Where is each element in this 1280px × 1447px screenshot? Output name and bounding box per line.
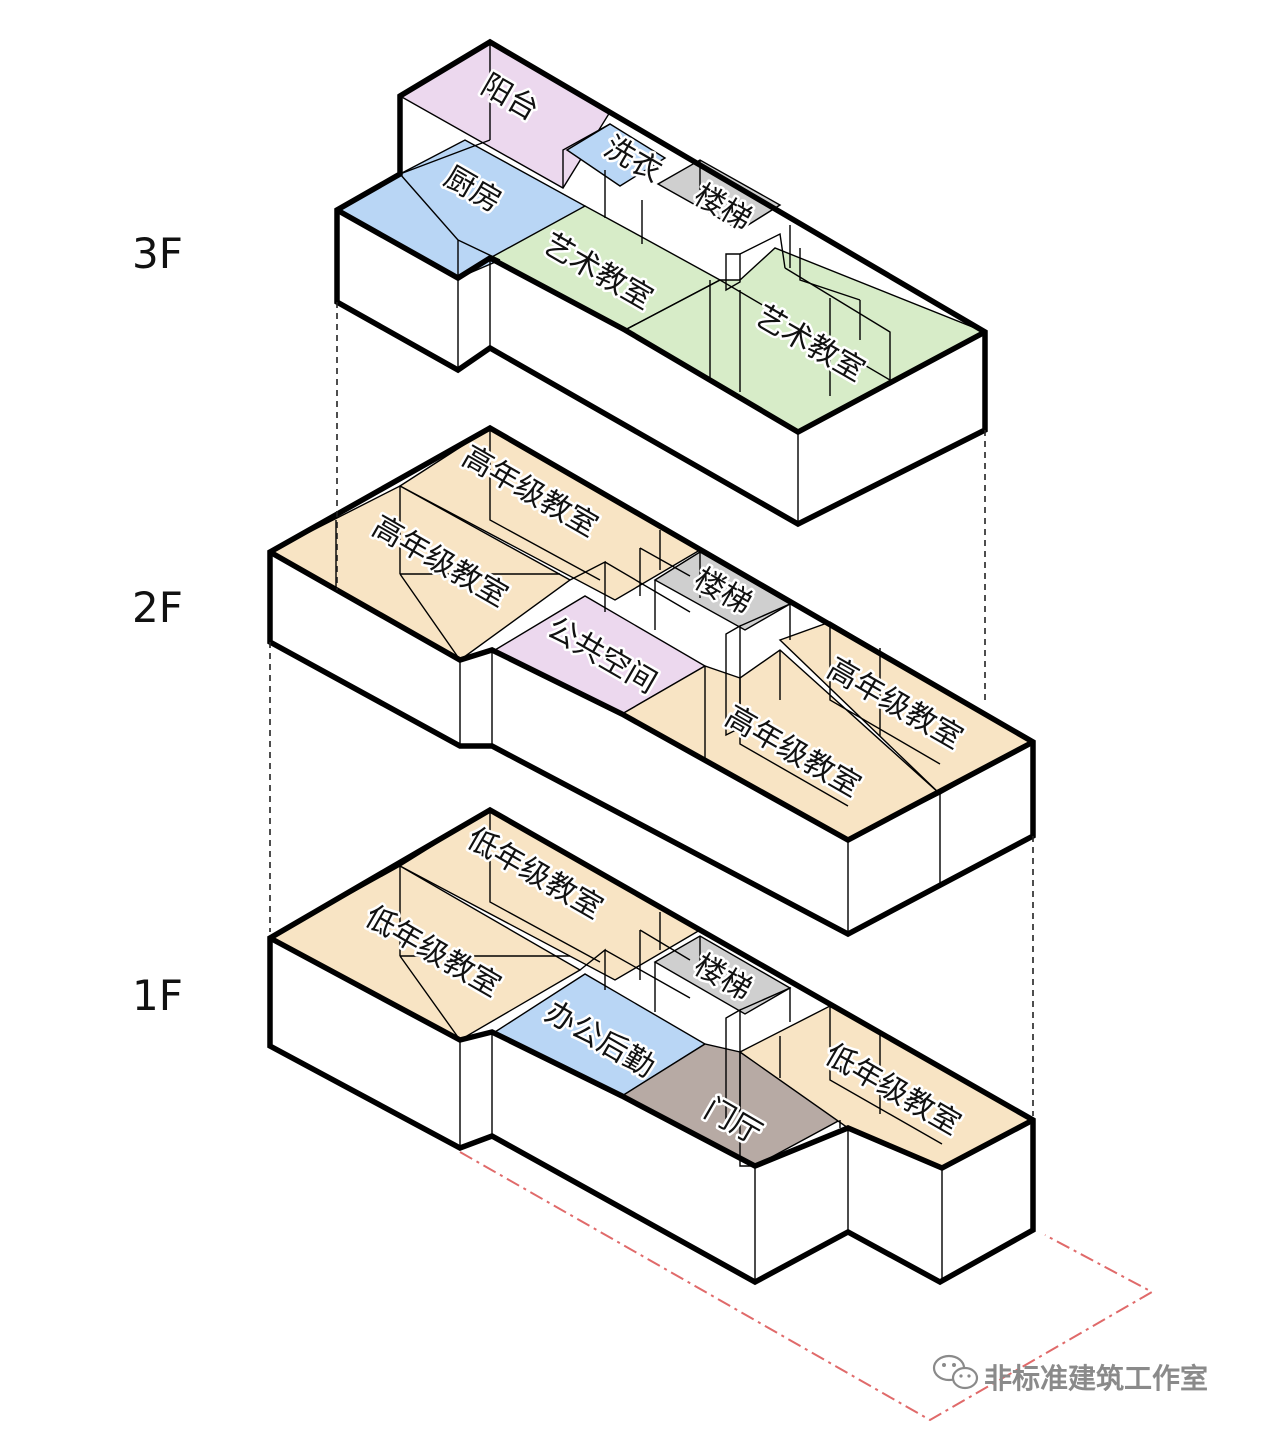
floor-label-2f: 2F: [132, 583, 183, 632]
wechat-icon: [932, 1354, 979, 1390]
floor-1f: [267, 806, 1036, 1286]
floor-2f-outline: [267, 424, 1036, 938]
watermark: 非标准建筑工作室: [932, 1354, 1208, 1395]
floor-1f-outline: [267, 806, 1036, 1286]
floor-3f-partitions: [399, 42, 891, 524]
floor-3f-outline: [334, 38, 988, 528]
floor-label-3f: 3F: [132, 229, 183, 278]
site-boundary: [459, 1151, 1155, 1422]
floor-3f: [334, 38, 988, 528]
floor-2f-partitions: [269, 428, 941, 934]
floor-1f-partitions: [269, 810, 943, 1282]
floor-label-1f: 1F: [132, 971, 183, 1020]
room-stair-3f: [656, 159, 782, 231]
floor-2f: [267, 424, 1036, 938]
projection-lines: [269, 302, 1034, 1116]
watermark-text: 非标准建筑工作室: [984, 1362, 1208, 1395]
